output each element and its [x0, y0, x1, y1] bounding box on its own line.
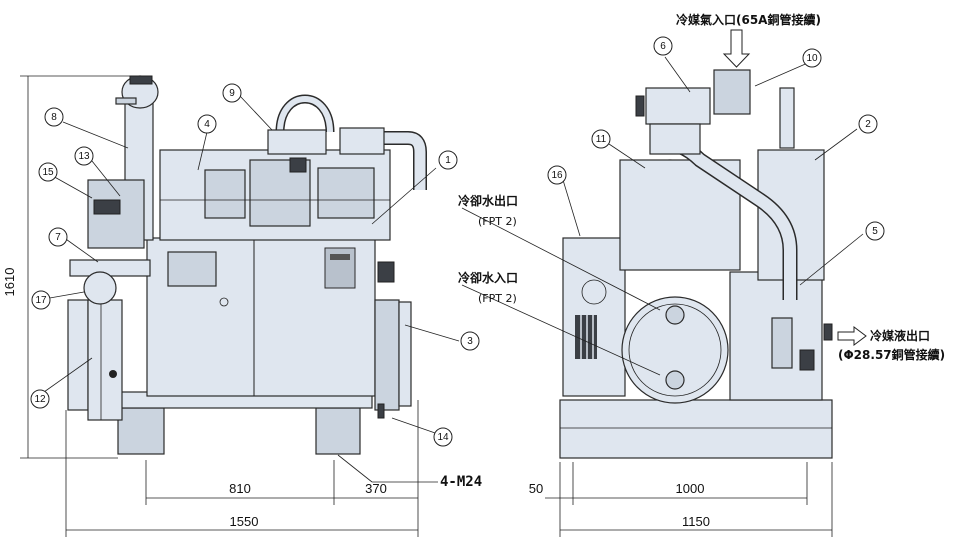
front-gauge — [83, 271, 117, 305]
callout-number: 16 — [551, 170, 563, 181]
label-water-outlet: 冷卻水出口 — [458, 193, 518, 208]
front-left-pipe — [67, 299, 89, 411]
callout-number: 1 — [445, 155, 451, 166]
callout-number: 8 — [51, 112, 57, 123]
flow-arrows — [722, 29, 867, 346]
label-liquid-outlet-spec: (Φ28.57銅管接續) — [838, 347, 945, 362]
front-foot-left — [117, 407, 165, 455]
callout-number: 17 — [35, 295, 47, 306]
callout-number: 13 — [78, 151, 90, 162]
callout-11: 11 — [591, 129, 611, 149]
front-end-flange — [398, 301, 412, 407]
callout-8: 8 — [44, 107, 64, 127]
front-foot-right — [315, 407, 361, 455]
callout-number: 5 — [872, 226, 878, 237]
callout-12: 12 — [30, 389, 50, 409]
callout-7: 7 — [48, 227, 68, 247]
dim-front-width: 1550 — [230, 514, 259, 529]
callout-3: 3 — [460, 331, 480, 351]
callout-2: 2 — [858, 114, 878, 134]
callout-number: 7 — [55, 232, 61, 243]
liquid-outlet-arrow — [837, 326, 867, 346]
callout-9: 9 — [222, 83, 242, 103]
dimension-lines — [20, 75, 833, 537]
callout-10: 10 — [802, 48, 822, 68]
callout-number: 9 — [229, 88, 235, 99]
front-left-column — [87, 299, 123, 421]
label-anchor-bolts: 4-M24 — [440, 474, 482, 490]
side-suction-header — [645, 87, 711, 125]
callout-number: 11 — [596, 134, 607, 145]
label-gas-inlet: 冷媒氣入口(65A銅管接續) — [676, 12, 821, 27]
dim-side-width: 1150 — [682, 514, 710, 529]
dim-front-span-a: 810 — [229, 481, 251, 496]
callout-leaders — [43, 56, 864, 435]
label-water-inlet: 冷卻水入口 — [458, 270, 518, 285]
dim-side-offset: 50 — [529, 481, 543, 496]
dim-height: 1610 — [2, 268, 17, 297]
front-end-cap — [374, 299, 400, 411]
front-discharge-head — [267, 129, 327, 155]
callout-5: 5 — [865, 221, 885, 241]
annotation-labels: 冷媒氣入口(65A銅管接續) 冷卻水出口 (FPT 2) 冷卻水入口 (FPT … — [440, 12, 945, 490]
callout-17: 17 — [31, 290, 51, 310]
callout-number: 15 — [42, 167, 54, 178]
callout-number: 12 — [34, 394, 46, 405]
front-sight-glass — [109, 370, 117, 378]
callout-number: 14 — [437, 432, 449, 443]
callout-1: 1 — [438, 150, 458, 170]
callout-number: 10 — [806, 53, 818, 64]
side-condenser-head — [621, 296, 729, 404]
side-base — [559, 399, 833, 459]
front-panel-window — [167, 251, 217, 287]
callout-13: 13 — [74, 146, 94, 166]
gas-inlet-arrow — [722, 29, 751, 68]
callout-16: 16 — [547, 165, 567, 185]
callout-number: 6 — [660, 41, 666, 52]
callout-number: 4 — [204, 119, 210, 130]
label-water-inlet-spec: (FPT 2) — [478, 292, 517, 305]
dimension-values: 1610 810 370 1550 50 1000 1150 — [2, 268, 710, 529]
dim-front-span-b: 370 — [365, 481, 387, 496]
callout-14: 14 — [433, 427, 453, 447]
callout-number: 3 — [467, 336, 473, 347]
label-water-outlet-spec: (FPT 2) — [478, 215, 517, 228]
callout-15: 15 — [38, 162, 58, 182]
callout-number: 2 — [865, 119, 871, 130]
side-view — [559, 69, 833, 459]
front-view — [67, 75, 427, 455]
dim-side-span: 1000 — [676, 481, 705, 496]
label-liquid-outlet: 冷媒液出口 — [870, 328, 930, 343]
callout-6: 6 — [653, 36, 673, 56]
callout-4: 4 — [197, 114, 217, 134]
